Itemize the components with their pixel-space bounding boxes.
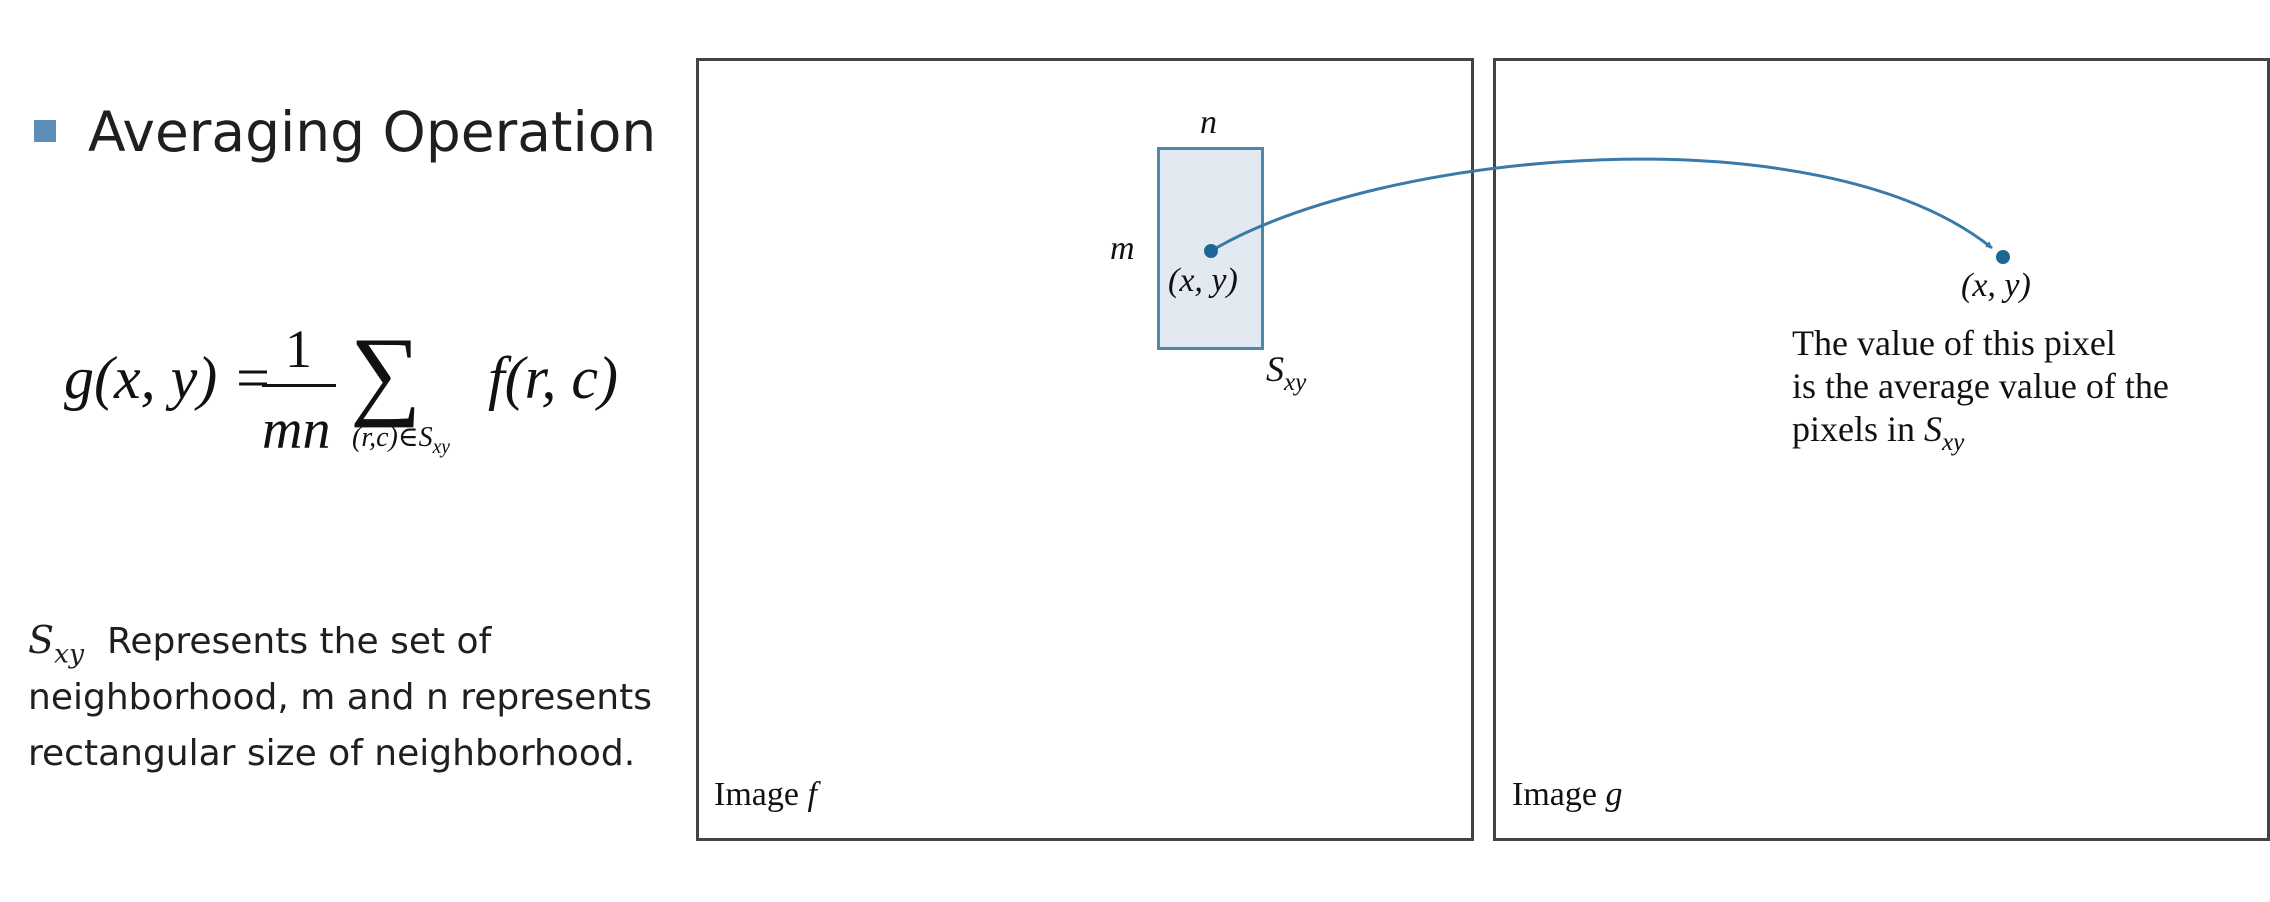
output-pixel-caption: The value of this pixel is the average v… [1792, 322, 2169, 455]
caption-sxy-sub: xy [1942, 428, 1965, 456]
caption-line-3-prefix: pixels in [1792, 409, 1924, 449]
image-g-panel [1493, 58, 2270, 841]
caption-line-3: pixels in Sxy [1792, 408, 2169, 455]
caption-line-1: The value of this pixel [1792, 323, 2116, 363]
coord-f-label: (x, y) [1168, 262, 1238, 299]
formula-numerator: 1 [285, 319, 312, 379]
formula-lhs: g(x, y) = [64, 348, 273, 408]
description-symbol-sub: xy [54, 638, 85, 670]
image-f-label: Image f [714, 776, 817, 814]
description-text: Represents the set of neighborhood, m an… [28, 621, 652, 774]
image-f-panel [696, 58, 1474, 841]
formula-lhs-text: g(x, y) = [64, 345, 273, 411]
image-f-label-prefix: Image [714, 776, 808, 813]
dim-n-label: n [1200, 104, 1217, 141]
image-g-label: Image g [1512, 776, 1622, 814]
slide-heading: Averaging Operation [88, 100, 657, 164]
caption-sxy-main: S [1924, 409, 1942, 449]
formula-denominator: mn [262, 399, 331, 461]
coord-g-label: (x, y) [1961, 267, 2031, 304]
formula-subscript-sub: xy [432, 436, 451, 458]
bullet-square-icon [34, 120, 56, 142]
description-symbol-main: S [28, 618, 55, 662]
image-f-label-var: f [807, 776, 817, 813]
description: Sxy Represents the set of neighborhood, … [28, 612, 668, 782]
description-symbol: Sxy [28, 618, 84, 667]
formula-subscript-main: (r,c)∈S [352, 422, 433, 453]
image-g-label-prefix: Image [1512, 776, 1606, 813]
sxy-label-sub: xy [1284, 368, 1307, 396]
sxy-label-main: S [1266, 349, 1284, 389]
formula-sum-subscript: (r,c)∈Sxy [352, 420, 450, 457]
dim-m-label: m [1110, 230, 1135, 267]
neighborhood-rect [1157, 147, 1264, 350]
formula-rhs: f(r, c) [488, 345, 618, 411]
sxy-label: Sxy [1266, 348, 1306, 395]
caption-line-2: is the average value of the [1792, 366, 2169, 406]
image-g-label-var: g [1605, 776, 1623, 813]
formula-fraction-bar [262, 384, 336, 387]
formula-sum-operator: ∑ [350, 317, 422, 428]
